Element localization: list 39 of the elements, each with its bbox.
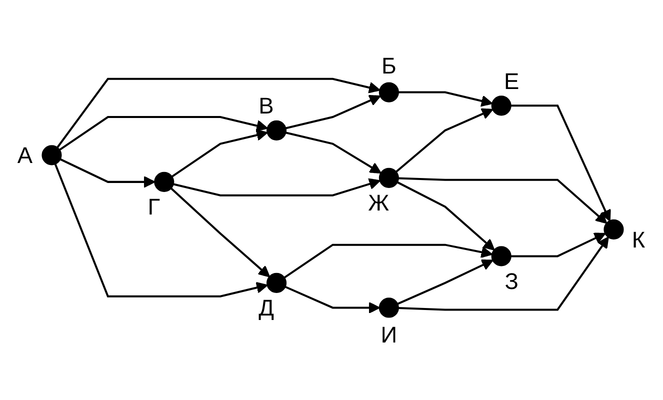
- arrow: [173, 178, 381, 196]
- vertex-dot: [266, 272, 287, 293]
- arrow: [510, 232, 606, 258]
- arrow: [285, 94, 381, 130]
- vertex-dot: [491, 96, 512, 116]
- arrow: [170, 188, 270, 278]
- vertex-dot: [378, 82, 399, 102]
- arrow: [395, 108, 494, 173]
- vertex-label: Г: [148, 194, 160, 220]
- vertex-dot: [491, 246, 512, 266]
- arrow: [284, 286, 380, 314]
- arrow: [284, 244, 493, 279]
- vertex-label: К: [632, 226, 646, 253]
- vertex-label: Ж: [368, 190, 390, 216]
- arrow: [56, 78, 380, 148]
- arrow: [54, 164, 268, 298]
- vertex-label: Б: [381, 52, 396, 79]
- arrow: [58, 116, 268, 151]
- vertex-dot: [266, 120, 287, 140]
- vertex-label: И: [380, 321, 398, 348]
- vertex-dot: [378, 168, 399, 188]
- arrow: [396, 181, 495, 251]
- vertex-dot: [378, 298, 399, 318]
- vertex-label: Д: [258, 294, 274, 321]
- arrow: [397, 259, 494, 305]
- vertex-dot: [42, 145, 62, 166]
- arrow: [171, 129, 268, 178]
- arrow: [398, 236, 609, 311]
- vertex-label: В: [258, 92, 274, 119]
- arrow: [398, 177, 608, 224]
- vertex-label: З: [504, 268, 518, 294]
- arrow: [510, 104, 611, 222]
- vertex-label: А: [17, 142, 33, 168]
- vertex-dot: [154, 172, 174, 192]
- vertex-label: Е: [504, 68, 520, 94]
- arrow: [60, 158, 156, 188]
- vertex-dot: [604, 219, 624, 240]
- arrow: [285, 132, 382, 174]
- arrow: [398, 91, 493, 107]
